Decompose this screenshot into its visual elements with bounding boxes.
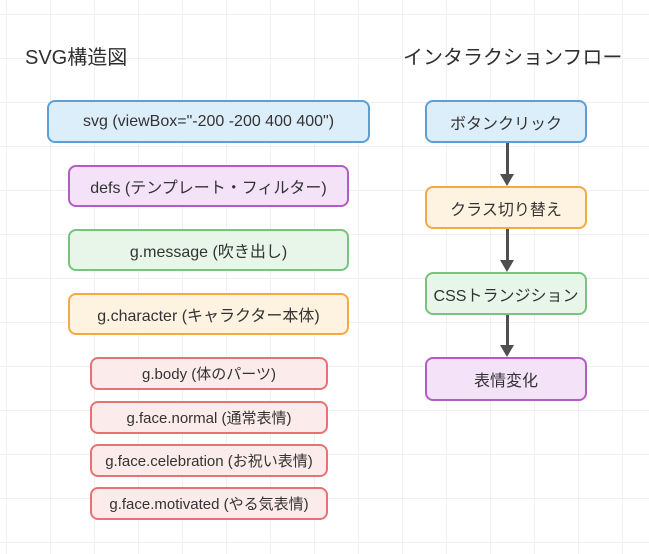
left-diagram-title: SVG構造図	[25, 47, 128, 69]
node-svg-root: svg (viewBox="-200 -200 400 400")	[47, 100, 370, 143]
down-arrow-icon	[500, 315, 514, 357]
node-g-character: g.character (キャラクター本体)	[68, 293, 349, 335]
arrow-head	[500, 345, 514, 357]
arrow-stem	[505, 143, 509, 174]
node-defs: defs (テンプレート・フィルター)	[68, 165, 349, 207]
node-g-face-normal: g.face.normal (通常表情)	[90, 401, 328, 434]
down-arrow-icon	[500, 143, 514, 186]
flow-node-css-transition: CSSトランジション	[425, 272, 587, 315]
down-arrow-icon	[500, 229, 514, 272]
flow-node-class-toggle: クラス切り替え	[425, 186, 587, 229]
arrow-stem	[505, 229, 509, 260]
arrow-head	[500, 260, 514, 272]
flow-node-button-click: ボタンクリック	[425, 100, 587, 143]
node-g-body: g.body (体のパーツ)	[90, 357, 328, 390]
node-g-face-motivated: g.face.motivated (やる気表情)	[90, 487, 328, 520]
flow-node-expression-change: 表情変化	[425, 357, 587, 401]
node-g-message: g.message (吹き出し)	[68, 229, 349, 271]
arrow-head	[500, 174, 514, 186]
arrow-stem	[505, 315, 509, 345]
node-g-face-celebration: g.face.celebration (お祝い表情)	[90, 444, 328, 477]
right-diagram-title: インタラクションフロー	[403, 47, 623, 69]
